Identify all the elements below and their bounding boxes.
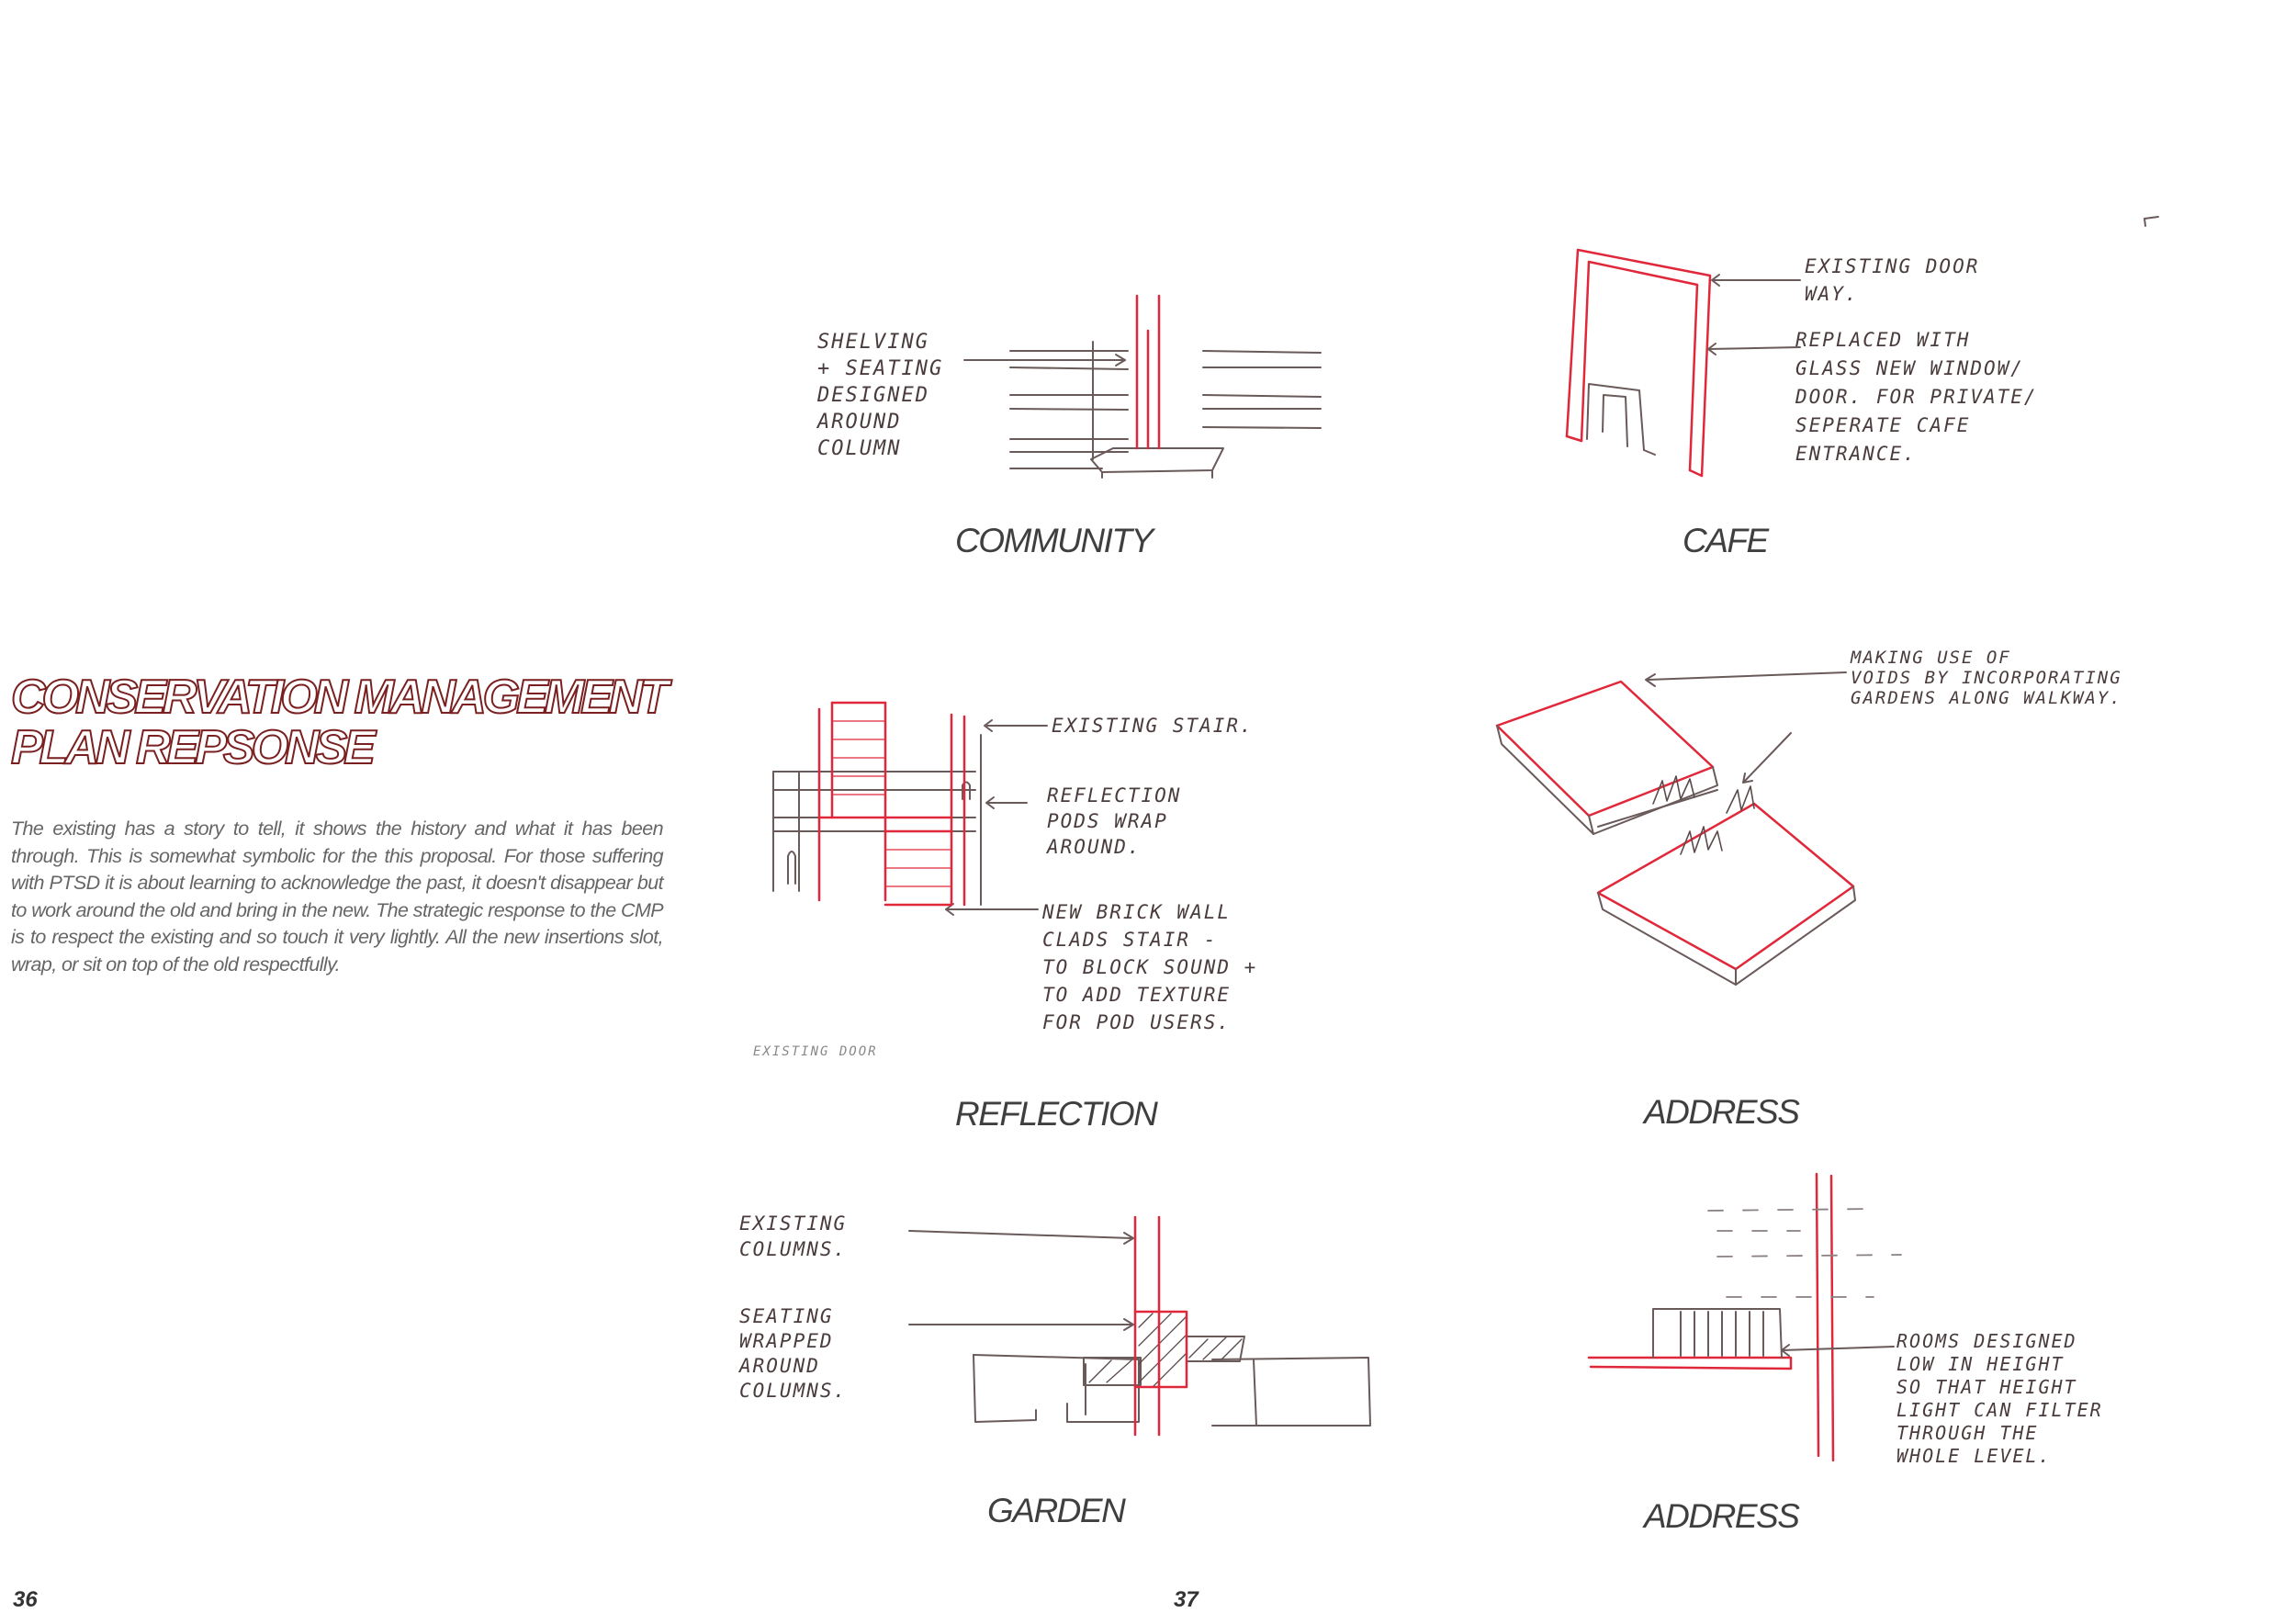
reflection-sketch xyxy=(772,701,1048,916)
caption-cafe: CAFE xyxy=(1683,522,1769,559)
note-reflection-wall: NEW BRICK WALL CLADS STAIR - TO BLOCK SO… xyxy=(1042,901,1258,1033)
note-reflection-door: EXISTING DOOR xyxy=(753,1044,878,1059)
community-sketch xyxy=(963,294,1322,479)
note-cafe-existing: EXISTING DOOR WAY. xyxy=(1805,255,1980,305)
page-title: CONSERVATION MANAGEMENT PLAN REPSONSE xyxy=(10,671,691,774)
caption-address-top: ADDRESS xyxy=(1644,1093,1800,1131)
note-garden-seating: SEATING WRAPPED AROUND COLUMNS. xyxy=(739,1305,848,1402)
note-reflection-pods: REFLECTION PODS WRAP AROUND. xyxy=(1047,784,1182,858)
note-garden-columns: EXISTING COLUMNS. xyxy=(739,1212,848,1260)
caption-reflection: REFLECTION xyxy=(955,1095,1158,1133)
page-title-line-2: PLAN REPSONSE xyxy=(10,721,377,774)
caption-community: COMMUNITY xyxy=(955,522,1154,559)
caption-address-bottom: ADDRESS xyxy=(1644,1497,1800,1535)
note-reflection-stair: EXISTING STAIR. xyxy=(1052,715,1254,737)
address-top-sketch xyxy=(1495,671,1856,986)
note-community: SHELVING + SEATING DESIGNED AROUND COLUM… xyxy=(817,331,944,460)
caption-garden: GARDEN xyxy=(987,1492,1126,1529)
note-cafe-replaced: REPLACED WITH GLASS NEW WINDOW/ DOOR. FO… xyxy=(1795,329,2038,465)
body-paragraph: The existing has a story to tell, it sho… xyxy=(11,818,664,976)
garden-sketch xyxy=(908,1215,1371,1437)
note-address-top: MAKING USE OF VOIDS BY INCORPORATING GAR… xyxy=(1851,648,2122,708)
note-address-bottom: ROOMS DESIGNED LOW IN HEIGHT SO THAT HEI… xyxy=(1896,1330,2103,1467)
page-number-right: 37 xyxy=(1174,1587,1199,1612)
address-bottom-sketch xyxy=(1587,1172,1902,1462)
page-title-line-1: CONSERVATION MANAGEMENT xyxy=(10,671,670,724)
page-number-left: 36 xyxy=(13,1587,38,1612)
